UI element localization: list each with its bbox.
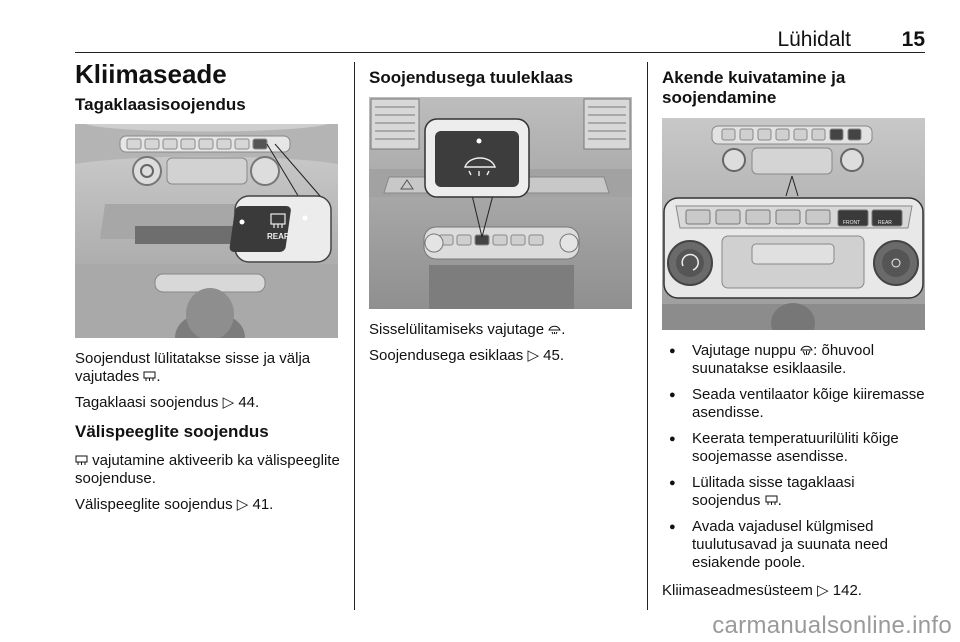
demisting-figure: FRONT REAR [662,117,925,330]
subtitle-demisting: Akende kuivatamine ja soojendamine [662,68,846,108]
instruction-list: Vajutage nuppu : õhuvool suunatakse esik… [662,342,927,572]
text: 44. [234,394,260,412]
cross-reference-icon: ▷ [527,347,539,365]
column-3: Akende kuivatamine ja soojendamine F [662,60,927,608]
text: Soojendusega esiklaas [369,347,528,365]
paragraph-rear-heating-ref: Tagaklaasi soojendus ▷ 44. [75,394,340,412]
text: . [561,321,566,339]
text: . [156,368,161,386]
text: . [777,491,782,509]
figure-rear-label: REAR [267,232,290,241]
text: Välispeeglite soojendus [75,495,237,513]
rear-defrost-icon [75,455,88,465]
figure-front-label: FRONT [843,220,860,226]
text: Sisselülitamiseks vajutage [369,321,549,339]
subtitle-mirror-heating: Välispeeglite soojendus [75,422,269,442]
paragraph-mirror-heating: vajutamine aktiveerib ka välispeeglite s… [75,452,340,488]
cross-reference-icon: ▷ [817,581,829,599]
watermark: carmanualsonline.info [712,612,952,639]
list-item: Seada ventilaator kõige kiiremasse asend… [662,386,927,422]
paragraph-activate: Sisselülitamiseks vajutage . [369,321,632,339]
page-title: Kliimaseade [75,59,227,89]
column-1: Kliimaseade Tagaklaasisoojendus [75,59,340,522]
text: 142. [828,581,862,599]
text: Seada ventilaator kõige kiiremasse asend… [692,385,925,421]
paragraph-rear-heating: Soojendust lülitatakse sisse ja välja va… [75,350,340,386]
page-number: 15 [901,28,925,51]
cross-reference-icon: ▷ [236,495,249,513]
text: 45. [539,347,565,365]
text: Vajutage nuppu [692,341,801,359]
list-item: Lülitada sisse tagaklaasi soojendus . [662,474,927,510]
rear-window-heating-figure: REAR [75,124,338,339]
rear-defrost-icon [143,371,156,382]
figure-rear-label: REAR [878,220,892,226]
heated-windscreen-figure [369,97,632,310]
list-item: Vajutage nuppu : õhuvool suunatakse esik… [662,342,927,378]
text: 41. [248,495,274,513]
list-item: Keerata temperatuurilüliti kõige soojema… [662,430,927,466]
paragraph-mirror-heating-ref: Välispeeglite soojendus ▷ 41. [75,496,340,514]
text: Tagaklaasi soojendus [75,394,223,412]
text: vajutamine aktiveerib ka välispeeglite s… [75,451,340,487]
text: Kliimaseadmesüsteem [662,581,818,599]
column-2: Soojendusega tuuleklaas [369,60,632,373]
section-title: Lühidalt [777,28,851,51]
page-header: Lühidalt 15 [75,28,925,54]
text: Avada vajadusel külgmised tuulutusavad j… [692,517,888,571]
column-divider-1 [354,62,355,610]
subtitle-heated-windscreen: Soojendusega tuuleklaas [369,68,574,87]
list-item: Avada vajadusel külgmised tuulutusavad j… [662,518,927,572]
paragraph-climate-ref: Kliimaseadmesüsteem ▷ 142. [662,582,927,600]
paragraph-windscreen-ref: Soojendusega esiklaas ▷ 45. [369,347,632,365]
header-rule [75,52,925,53]
text: Lülitada sisse tagaklaasi soojendus [692,473,855,509]
cross-reference-icon: ▷ [222,394,235,412]
column-divider-2 [647,62,648,610]
front-defrost-icon [548,326,561,335]
max-defrost-icon [800,345,813,356]
text: Keerata temperatuurilüliti kõige soojema… [692,429,899,465]
subtitle-rear-window-heating: Tagaklaasisoojendus [75,94,246,114]
rear-defrost-icon [765,495,778,505]
text: : õhuvool suunatakse esiklaasile. [692,341,875,377]
text: Soojendust lülitatakse sisse ja välja va… [75,350,311,386]
